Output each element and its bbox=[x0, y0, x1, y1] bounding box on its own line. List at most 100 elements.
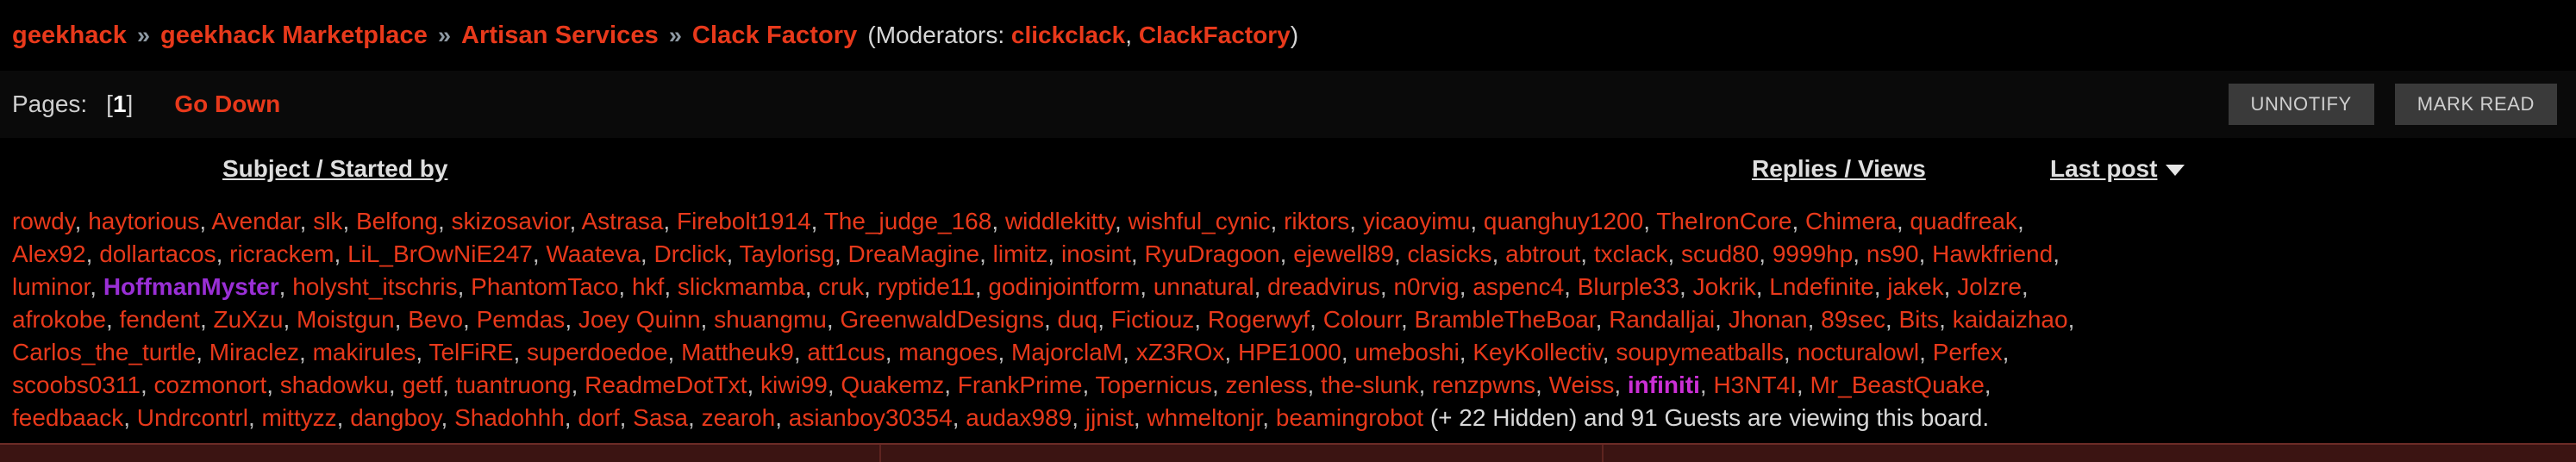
user-link[interactable]: Bevo bbox=[408, 306, 464, 333]
user-link[interactable]: mangoes bbox=[898, 339, 998, 365]
user-link[interactable]: Undrcontrl bbox=[136, 404, 248, 431]
user-link[interactable]: txclack bbox=[1593, 240, 1668, 267]
breadcrumb-item-marketplace[interactable]: geekhack Marketplace bbox=[160, 21, 428, 49]
user-link[interactable]: scoobs0311 bbox=[12, 371, 141, 398]
user-link[interactable]: xZ3ROx bbox=[1135, 339, 1225, 365]
user-link[interactable]: abtrout bbox=[1505, 240, 1581, 267]
user-link[interactable]: HoffmanMyster bbox=[103, 273, 279, 300]
user-link[interactable]: tuantruong bbox=[455, 371, 572, 398]
user-link[interactable]: asianboy30354 bbox=[788, 404, 953, 431]
page-number-1[interactable]: 1 bbox=[112, 91, 127, 117]
user-link[interactable]: Hawkfriend bbox=[1932, 240, 2054, 267]
user-link[interactable]: zearoh bbox=[701, 404, 776, 431]
user-link[interactable]: Lndefinite bbox=[1769, 273, 1874, 300]
user-link[interactable]: Mattheuk9 bbox=[681, 339, 794, 365]
user-link[interactable]: limitz bbox=[992, 240, 1048, 267]
user-link[interactable]: quadfreak bbox=[1910, 208, 2017, 234]
user-link[interactable]: skizosavior bbox=[451, 208, 570, 234]
user-link[interactable]: shadowku bbox=[279, 371, 389, 398]
user-link[interactable]: dreadvirus bbox=[1267, 273, 1380, 300]
user-link[interactable]: Jhonan bbox=[1728, 306, 1808, 333]
user-link[interactable]: Blurple33 bbox=[1577, 273, 1680, 300]
user-link[interactable]: Weiss bbox=[1548, 371, 1615, 398]
user-link[interactable]: aspenc4 bbox=[1472, 273, 1565, 300]
column-header-replies-views[interactable]: Replies / Views bbox=[1752, 155, 1926, 182]
user-link[interactable]: getf bbox=[402, 371, 443, 398]
user-link[interactable]: dorf bbox=[578, 404, 620, 431]
user-link[interactable]: Chimera bbox=[1805, 208, 1897, 234]
user-link[interactable]: FrankPrime bbox=[957, 371, 1083, 398]
user-link[interactable]: audax989 bbox=[966, 404, 1072, 431]
user-link[interactable]: KeyKollectiv bbox=[1472, 339, 1603, 365]
user-link[interactable]: Belfong bbox=[356, 208, 438, 234]
user-link[interactable]: superdoedoe bbox=[527, 339, 668, 365]
user-link[interactable]: H3NT4I bbox=[1713, 371, 1797, 398]
user-link[interactable]: Rogerwyf bbox=[1207, 306, 1310, 333]
user-link[interactable]: slk bbox=[313, 208, 343, 234]
user-link[interactable]: renzpwns bbox=[1432, 371, 1536, 398]
user-link[interactable]: Bits bbox=[1898, 306, 1940, 333]
user-link[interactable]: jakek bbox=[1887, 273, 1944, 300]
user-link[interactable]: n0rvig bbox=[1393, 273, 1460, 300]
user-link[interactable]: Alex92 bbox=[12, 240, 86, 267]
user-link[interactable]: haytorious bbox=[88, 208, 200, 234]
column-header-last-post[interactable]: Last post bbox=[2050, 155, 2185, 183]
user-link[interactable]: Carlos_the_turtle bbox=[12, 339, 197, 365]
user-link[interactable]: unnatural bbox=[1153, 273, 1254, 300]
user-link[interactable]: Firebolt1914 bbox=[676, 208, 811, 234]
user-link[interactable]: riktors bbox=[1284, 208, 1350, 234]
user-link[interactable]: widdlekitty bbox=[1004, 208, 1115, 234]
user-link[interactable]: TheIronCore bbox=[1656, 208, 1792, 234]
user-link[interactable]: Moistgun bbox=[297, 306, 395, 333]
user-link[interactable]: zenless bbox=[1225, 371, 1308, 398]
user-link[interactable]: luminor bbox=[12, 273, 91, 300]
user-link[interactable]: Perfex bbox=[1932, 339, 2003, 365]
user-link[interactable]: ricrackem bbox=[229, 240, 335, 267]
column-header-subject[interactable]: Subject / Started by bbox=[222, 155, 448, 182]
user-link[interactable]: afrokobe bbox=[12, 306, 106, 333]
moderator-link-clackfactory[interactable]: ClackFactory bbox=[1138, 22, 1291, 48]
user-link[interactable]: clasicks bbox=[1407, 240, 1492, 267]
user-link[interactable]: Waateva bbox=[546, 240, 641, 267]
user-link[interactable]: godinjointform bbox=[988, 273, 1141, 300]
user-link[interactable]: beamingrobot bbox=[1275, 404, 1424, 431]
user-link[interactable]: whmeltonjr bbox=[1147, 404, 1263, 431]
user-link[interactable]: soupymeatballs bbox=[1616, 339, 1784, 365]
user-link[interactable]: MajorclaM bbox=[1011, 339, 1123, 365]
user-link[interactable]: Quakemz bbox=[841, 371, 945, 398]
user-link[interactable]: rowdy bbox=[12, 208, 75, 234]
user-link[interactable]: quanghuy1200 bbox=[1483, 208, 1644, 234]
user-link[interactable]: cozmonort bbox=[153, 371, 267, 398]
user-link[interactable]: Randalljai bbox=[1609, 306, 1716, 333]
moderator-link-clickclack[interactable]: clickclack bbox=[1010, 22, 1126, 48]
user-link[interactable]: feedbaack bbox=[12, 404, 124, 431]
user-link[interactable]: PhantomTaco bbox=[471, 273, 619, 300]
user-link[interactable]: Taylorisg bbox=[739, 240, 835, 267]
user-link[interactable]: ReadmeDotTxt bbox=[585, 371, 747, 398]
user-link[interactable]: hkf bbox=[631, 273, 665, 300]
breadcrumb-item-clack-factory[interactable]: Clack Factory bbox=[691, 21, 858, 49]
breadcrumb-item-geekhack[interactable]: geekhack bbox=[12, 21, 127, 49]
user-link[interactable]: Jolzre bbox=[1957, 273, 2022, 300]
user-link[interactable]: scud80 bbox=[1681, 240, 1760, 267]
user-link[interactable]: shuangmu bbox=[714, 306, 827, 333]
user-link[interactable]: kiwi99 bbox=[760, 371, 828, 398]
user-link[interactable]: Astrasa bbox=[581, 208, 664, 234]
user-link[interactable]: Joey Quinn bbox=[578, 306, 701, 333]
user-link[interactable]: cruk bbox=[818, 273, 865, 300]
breadcrumb-item-artisan-services[interactable]: Artisan Services bbox=[460, 21, 659, 49]
user-link[interactable]: fendent bbox=[119, 306, 200, 333]
user-link[interactable]: att1cus bbox=[807, 339, 885, 365]
user-link[interactable]: inosint bbox=[1060, 240, 1131, 267]
user-link[interactable]: infiniti bbox=[1627, 371, 1700, 398]
user-link[interactable]: LiL_BrOwNiE247 bbox=[347, 240, 533, 267]
user-link[interactable]: nocturalowl bbox=[1797, 339, 1920, 365]
user-link[interactable]: ejewell89 bbox=[1293, 240, 1394, 267]
user-link[interactable]: umeboshi bbox=[1354, 339, 1460, 365]
user-link[interactable]: Fictiouz bbox=[1110, 306, 1195, 333]
user-link[interactable]: ns90 bbox=[1866, 240, 1919, 267]
user-link[interactable]: Mr_BeastQuake bbox=[1810, 371, 1985, 398]
user-link[interactable]: HPE1000 bbox=[1237, 339, 1341, 365]
user-link[interactable]: yicaoyimu bbox=[1362, 208, 1471, 234]
user-link[interactable]: Colourr bbox=[1322, 306, 1401, 333]
